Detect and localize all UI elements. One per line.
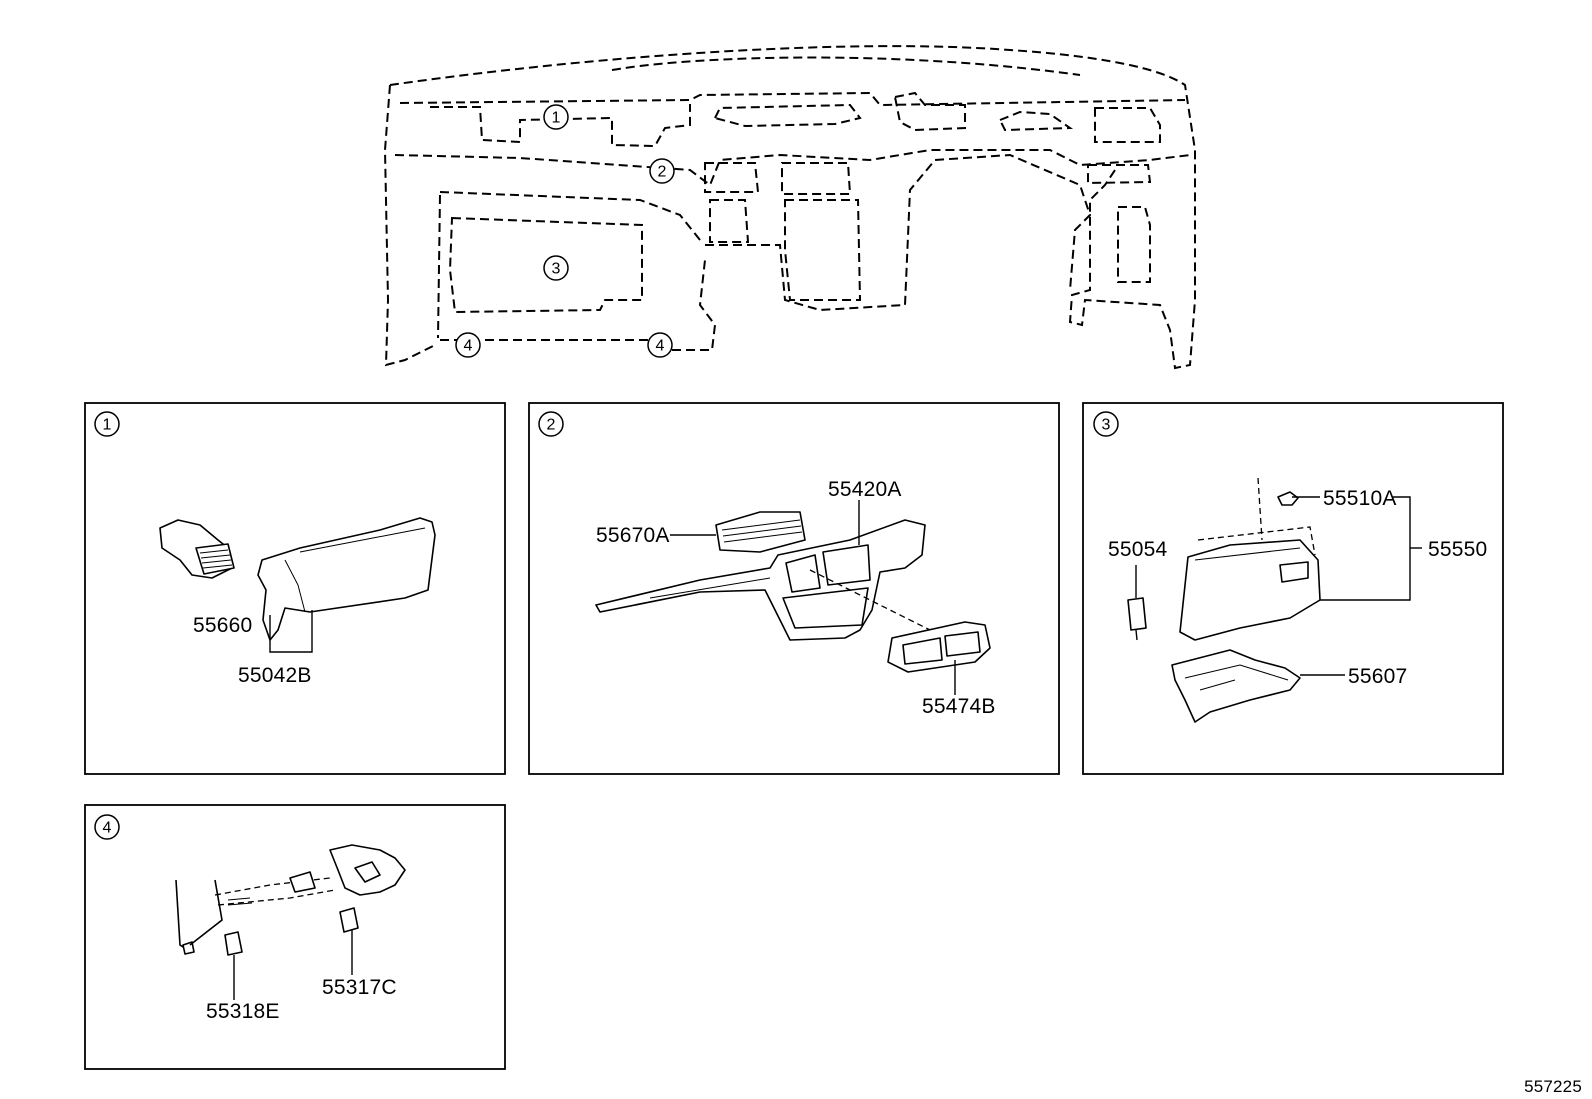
label-55318E: 55318E	[206, 1000, 280, 1023]
panel-4: 4 55318E 55317C	[84, 804, 506, 1070]
label-55510A: 55510A	[1323, 487, 1397, 510]
dashboard-overview: 1 2 3 4 4	[383, 45, 1196, 370]
damper-part	[1127, 597, 1147, 641]
cover-left-part	[224, 931, 243, 956]
side-vent-part	[159, 519, 235, 579]
lower-bezel-part	[887, 621, 991, 673]
panel-2: 2 55420A 55670A 55474B	[528, 402, 1060, 775]
svg-text:3: 3	[1102, 417, 1111, 434]
callout-1: 1	[543, 104, 569, 130]
label-55670A: 55670A	[596, 524, 670, 547]
label-55420A: 55420A	[828, 478, 902, 501]
diagram-code: 557225	[1524, 1077, 1582, 1096]
cover-right-part	[339, 907, 359, 933]
panel-2-number: 2	[538, 411, 564, 437]
svg-text:4: 4	[656, 338, 665, 355]
label-55054: 55054	[1108, 538, 1168, 561]
label-55660: 55660	[193, 614, 252, 637]
callout-4-right: 4	[647, 332, 673, 358]
label-55317C: 55317C	[322, 976, 397, 999]
clip-part	[1257, 477, 1299, 541]
panel-1-number: 1	[94, 411, 120, 437]
svg-text:1: 1	[103, 417, 112, 434]
lower-bracket-part	[175, 844, 406, 955]
panel-3-number: 3	[1093, 411, 1119, 437]
svg-text:2: 2	[658, 164, 667, 181]
label-55607: 55607	[1348, 665, 1407, 688]
panel-3: 3 55510A 55054 55550	[1082, 402, 1504, 775]
label-55550: 55550	[1428, 538, 1487, 561]
callout-4-left: 4	[455, 332, 481, 358]
panel-1: 1 55660 55042B	[84, 402, 506, 775]
callout-2: 2	[649, 158, 675, 184]
svg-text:4: 4	[464, 338, 473, 355]
side-panel-part	[257, 517, 436, 641]
svg-text:4: 4	[103, 820, 112, 837]
label-55042B: 55042B	[238, 664, 312, 687]
callout-3: 3	[543, 255, 569, 281]
label-55474B: 55474B	[922, 695, 996, 718]
lower-housing-part	[1171, 649, 1301, 723]
svg-text:2: 2	[547, 417, 556, 434]
glove-box-part	[1179, 526, 1321, 641]
svg-text:3: 3	[552, 261, 561, 278]
panel-4-number: 4	[94, 814, 120, 840]
center-trim-part	[595, 519, 926, 641]
svg-text:1: 1	[552, 110, 561, 127]
center-vent-part	[715, 511, 806, 553]
